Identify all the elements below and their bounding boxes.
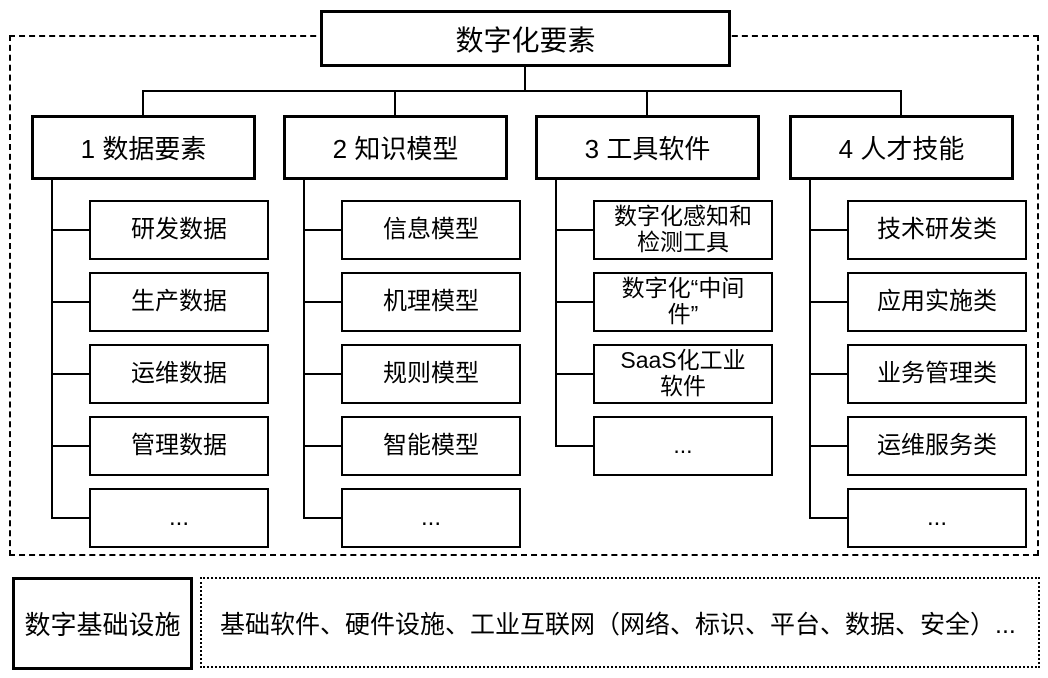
child-node: 运维数据: [89, 344, 269, 404]
child-label: ...: [926, 503, 947, 531]
child-node: 智能模型: [341, 416, 521, 476]
connector-stub-branch-4: [900, 90, 902, 115]
connector-child-stub: [809, 301, 847, 303]
child-node: 规则模型: [341, 344, 521, 404]
infrastructure-node: 数字基础设施: [12, 577, 193, 670]
child-node: ...: [89, 488, 269, 548]
child-label: 生产数据: [131, 287, 227, 315]
infrastructure-description-box: 基础软件、硬件设施、工业互联网（网络、标识、平台、数据、安全）...: [200, 577, 1040, 668]
connector-stub-branch-3: [646, 90, 648, 115]
branch-tool-software: 3 工具软件 数字化感知和 检测工具 数字化“中间 件” SaaS化工业 软件 …: [535, 115, 773, 488]
branch-node-tool-software: 3 工具软件: [535, 115, 760, 180]
child-node: 数字化“中间 件”: [593, 272, 773, 332]
child-node: 管理数据: [89, 416, 269, 476]
child-node: 应用实施类: [847, 272, 1027, 332]
connector-child-stub: [555, 301, 593, 303]
branch-label: 2 知识模型: [332, 134, 459, 164]
branch-label: 3 工具软件: [584, 134, 711, 164]
child-label: 数字化“中间 件”: [621, 275, 745, 327]
branch-label: 1 数据要素: [80, 134, 207, 164]
branch-label: 4 人才技能: [838, 134, 965, 164]
child-node: 数字化感知和 检测工具: [593, 200, 773, 260]
connector-child-stub: [51, 517, 89, 519]
connector-child-stub: [51, 301, 89, 303]
child-label: 业务管理类: [877, 359, 997, 387]
branch-node-knowledge-models: 2 知识模型: [283, 115, 508, 180]
connector-branch-bus: [142, 90, 902, 92]
child-label: 技术研发类: [877, 215, 997, 243]
child-label: 应用实施类: [877, 287, 997, 315]
child-label: SaaS化工业 软件: [620, 347, 746, 399]
connector-child-stub: [303, 373, 341, 375]
connector-child-stub: [303, 445, 341, 447]
child-node: 运维服务类: [847, 416, 1027, 476]
child-label: 运维数据: [131, 359, 227, 387]
branch-knowledge-models: 2 知识模型 信息模型 机理模型 规则模型 智能模型 ...: [283, 115, 521, 560]
child-node: 技术研发类: [847, 200, 1027, 260]
child-node: ...: [341, 488, 521, 548]
infrastructure-description: 基础软件、硬件设施、工业互联网（网络、标识、平台、数据、安全）...: [220, 610, 1016, 639]
connector-child-stub: [51, 445, 89, 447]
connector-child-stub: [51, 229, 89, 231]
branch-children: 信息模型 机理模型 规则模型 智能模型 ...: [341, 200, 521, 548]
child-label: 运维服务类: [877, 431, 997, 459]
child-node: ...: [847, 488, 1027, 548]
branch-talent-skills: 4 人才技能 技术研发类 应用实施类 业务管理类 运维服务类 ...: [789, 115, 1027, 560]
branch-node-talent-skills: 4 人才技能: [789, 115, 1014, 180]
child-label: 规则模型: [383, 359, 479, 387]
connector-child-stub: [809, 229, 847, 231]
child-label: 机理模型: [383, 287, 479, 315]
child-label: 研发数据: [131, 215, 227, 243]
child-label: ...: [420, 503, 441, 531]
child-node: 研发数据: [89, 200, 269, 260]
child-node: 生产数据: [89, 272, 269, 332]
connector-child-stub: [303, 301, 341, 303]
connector-trunk: [555, 180, 557, 447]
infrastructure-label: 数字基础设施: [24, 610, 181, 640]
child-label: ...: [168, 503, 189, 531]
branch-data-elements: 1 数据要素 研发数据 生产数据 运维数据 管理数据 ...: [31, 115, 269, 560]
connector-child-stub: [809, 445, 847, 447]
connector-child-stub: [303, 517, 341, 519]
connector-child-stub: [555, 229, 593, 231]
connector-stub-branch-2: [394, 90, 396, 115]
connector-child-stub: [51, 373, 89, 375]
child-node: 信息模型: [341, 200, 521, 260]
branch-children: 研发数据 生产数据 运维数据 管理数据 ...: [89, 200, 269, 548]
connector-root-drop: [524, 67, 526, 90]
child-label: 管理数据: [131, 431, 227, 459]
connector-trunk: [809, 180, 811, 519]
child-node: 业务管理类: [847, 344, 1027, 404]
connector-child-stub: [555, 445, 593, 447]
child-label: 信息模型: [383, 215, 479, 243]
connector-trunk: [303, 180, 305, 519]
child-node: 机理模型: [341, 272, 521, 332]
child-node: ...: [593, 416, 773, 476]
connector-child-stub: [809, 517, 847, 519]
connector-trunk: [51, 180, 53, 519]
branch-node-data-elements: 1 数据要素: [31, 115, 256, 180]
branch-children: 数字化感知和 检测工具 数字化“中间 件” SaaS化工业 软件 ...: [593, 200, 773, 476]
child-label: ...: [673, 432, 693, 459]
child-node: SaaS化工业 软件: [593, 344, 773, 404]
connector-stub-branch-1: [142, 90, 144, 115]
child-label: 智能模型: [383, 431, 479, 459]
root-node-label: 数字化要素: [455, 24, 596, 56]
branch-children: 技术研发类 应用实施类 业务管理类 运维服务类 ...: [847, 200, 1027, 548]
root-node-digital-elements: 数字化要素: [320, 10, 731, 67]
connector-child-stub: [303, 229, 341, 231]
child-label: 数字化感知和 检测工具: [614, 203, 752, 255]
connector-child-stub: [809, 373, 847, 375]
connector-child-stub: [555, 373, 593, 375]
